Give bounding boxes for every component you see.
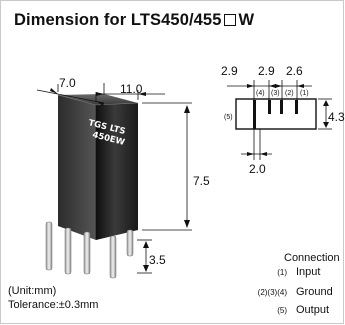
connection-pin-number: (1) [277, 268, 287, 277]
title-model: Dimension for LTS450/455 [14, 11, 222, 29]
pin-label-3: (3) [271, 90, 280, 97]
connection-pin-name: Input [296, 266, 321, 278]
connection-pin-number: (2)(3)(4) [257, 288, 287, 297]
tolerance-note: Tolerance:±0.3mm [8, 299, 99, 311]
connection-heading: Connection [284, 252, 340, 264]
side-view-dimension-lines [36, 83, 192, 274]
diagram-title: Dimension for LTS450/455 W [14, 11, 254, 30]
connection-pin-name: Output [296, 304, 330, 316]
pitch-middle-label: 2.9 [258, 64, 275, 78]
height-dimension-label: 7.5 [193, 174, 210, 188]
width-dimension-label: 7.0 [59, 76, 76, 90]
length-dimension-label: 11.0 [120, 82, 143, 96]
pin-label-5: (5) [224, 114, 233, 121]
title-suffix: W [238, 11, 255, 29]
pin-label-1: (1) [300, 90, 309, 97]
footprint-outline [235, 98, 317, 130]
connection-pin-number: (5) [277, 306, 287, 315]
component-pins [45, 221, 134, 279]
pin-length-dimension-label: 3.5 [149, 253, 166, 267]
connection-pin-name: Ground [296, 286, 333, 298]
pitch-right-label: 2.6 [286, 64, 303, 78]
footprint-top-view [227, 80, 332, 160]
pin-pads [253, 100, 298, 129]
row-spacing-label: 2.0 [249, 162, 266, 176]
variant-box-icon [223, 14, 236, 26]
depth-dimension-label: 4.3 [328, 110, 345, 124]
pin-label-2: (2) [285, 90, 294, 97]
pitch-left-label: 2.9 [221, 64, 238, 78]
pin-label-4: (4) [256, 90, 265, 97]
component-body: TGS LTS 450EW [57, 94, 139, 240]
unit-note: (Unit:mm) [8, 285, 57, 297]
